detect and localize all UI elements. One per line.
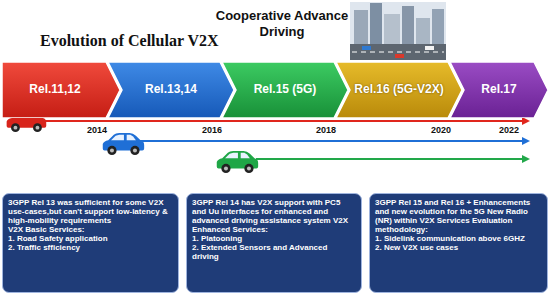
release-label: Rel.15 (5G) — [236, 62, 334, 118]
box-list-item: 2. Traffic sfficiency — [8, 243, 173, 252]
year-label: 2016 — [201, 125, 223, 136]
release-label: Rel.16 (5G-V2X) — [350, 62, 448, 118]
heading-note: Cooperative Advance Driving — [214, 8, 350, 39]
box-paragraph: 3GPP Rel 15 and Rel 16 + Enhancements an… — [375, 198, 542, 234]
release-label: Rel.17 — [464, 62, 534, 118]
arrow-outline — [108, 62, 234, 118]
box-paragraph: 3GPP Rel 14 has V2X support with PC5 and… — [192, 198, 356, 234]
description-box: 3GPP Rel 15 and Rel 16 + Enhancements an… — [369, 193, 548, 293]
arrow-outline — [336, 62, 462, 118]
box-paragraph: 3GPP Rel 13 was sufficient for some V2X … — [8, 198, 173, 225]
release-label: Rel.11,12 — [4, 62, 106, 118]
car-icons — [7, 111, 259, 173]
box-list-item: 2. New V2X use cases — [375, 243, 542, 252]
diagram-title: Evolution of Cellular V2X — [40, 32, 219, 50]
release-arrow: Rel.17 — [450, 62, 548, 118]
timeline-lines — [30, 117, 530, 163]
release-arrow: Rel.15 (5G) — [222, 62, 348, 118]
release-arrow: Rel.13,14 — [108, 62, 234, 118]
year-label: 2014 — [86, 125, 108, 136]
arrow-outline — [222, 62, 348, 118]
description-box: 3GPP Rel 13 was sufficient for some V2X … — [2, 193, 179, 293]
release-arrow: Rel.16 (5G-V2X) — [336, 62, 462, 118]
box-list-item: 1. Sidelink communication above 6GHZ — [375, 234, 542, 243]
box-list-item: 2. Extended Sensors and Advanced driving — [192, 243, 356, 261]
release-arrow: Rel.11,12 — [2, 62, 120, 118]
arrow-outline — [450, 62, 548, 118]
box-list-item: 1. Platooning — [192, 234, 356, 243]
city-illustration — [350, 2, 446, 60]
arrow-outline — [2, 62, 120, 118]
year-label: 2020 — [430, 125, 452, 136]
box-list-item: V2X Basic Services: — [8, 225, 173, 234]
year-label: 2018 — [315, 125, 337, 136]
release-label: Rel.13,14 — [122, 62, 220, 118]
description-box: 3GPP Rel 14 has V2X support with PC5 and… — [186, 193, 362, 293]
box-list-item: 1. Road Safety application — [8, 234, 173, 243]
year-label: 2022 — [498, 125, 520, 136]
